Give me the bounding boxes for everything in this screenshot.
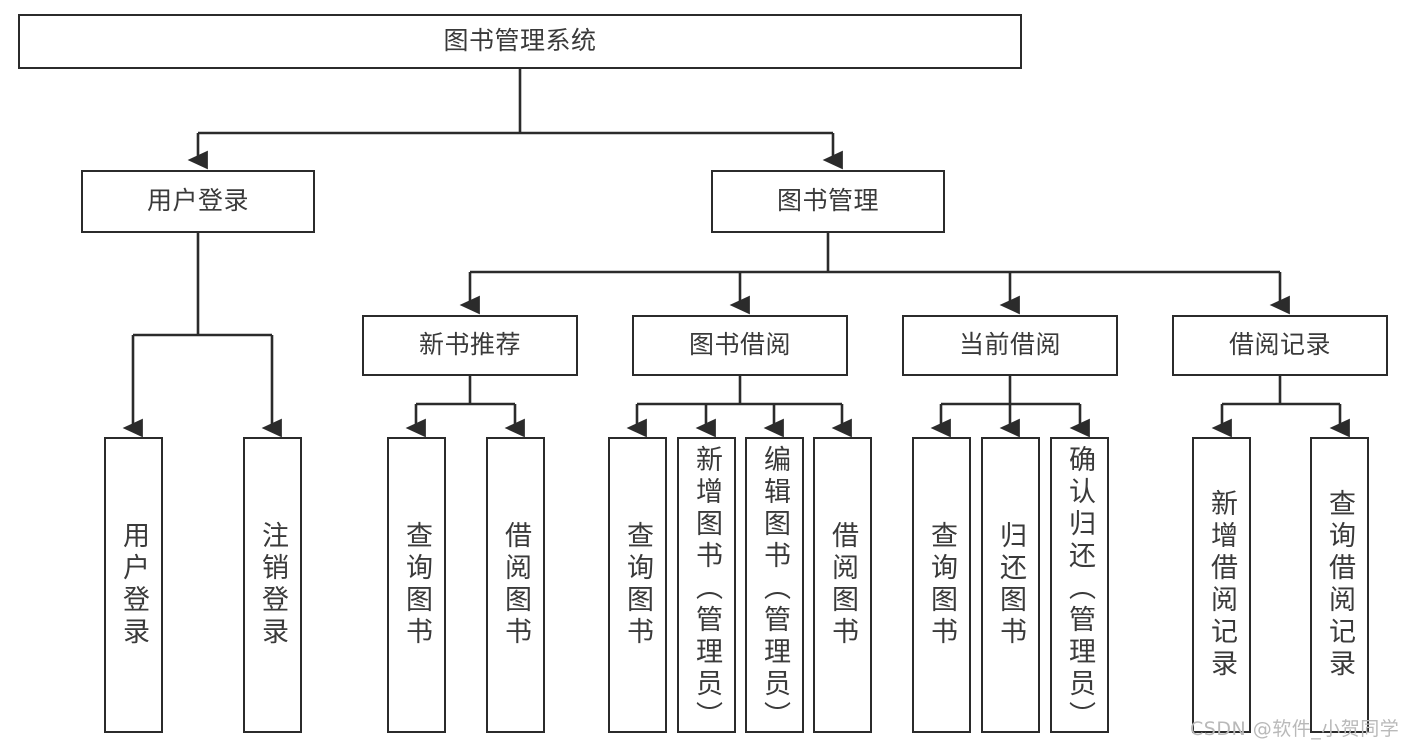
- node-root-system[interactable]: 图书管理系统: [18, 14, 1022, 69]
- node-label: 查询图书: [622, 521, 653, 649]
- node-label: 图书借阅: [688, 330, 791, 360]
- node-new-book-recommend[interactable]: 新书推荐: [362, 315, 578, 376]
- leaf-return-book[interactable]: 归还图书: [981, 437, 1040, 733]
- node-label: 用户登录: [118, 521, 149, 649]
- node-label: 当前借阅: [958, 330, 1061, 360]
- node-borrow-record[interactable]: 借阅记录: [1172, 315, 1388, 376]
- node-label: 图书管理: [776, 186, 879, 216]
- node-label: 新增借阅记录: [1206, 489, 1237, 681]
- leaf-query-borrow-record[interactable]: 查询借阅记录: [1310, 437, 1369, 733]
- leaf-query-book-1[interactable]: 查询图书: [387, 437, 446, 733]
- leaf-edit-book-admin[interactable]: 编辑图书（管理员）: [745, 437, 804, 733]
- node-book-borrow[interactable]: 图书借阅: [632, 315, 848, 376]
- leaf-add-borrow-record[interactable]: 新增借阅记录: [1192, 437, 1251, 733]
- node-user-login[interactable]: 用户登录: [81, 170, 315, 233]
- node-label: 归还图书: [995, 521, 1026, 649]
- node-label: 借阅图书: [500, 521, 531, 649]
- leaf-user-login[interactable]: 用户登录: [104, 437, 163, 733]
- leaf-query-book-3[interactable]: 查询图书: [912, 437, 971, 733]
- node-label: 新书推荐: [418, 330, 521, 360]
- node-book-management[interactable]: 图书管理: [711, 170, 945, 233]
- node-label: 借阅图书: [827, 521, 858, 649]
- leaf-borrow-book-1[interactable]: 借阅图书: [486, 437, 545, 733]
- node-current-borrow[interactable]: 当前借阅: [902, 315, 1118, 376]
- node-label: 确认归还（管理员）: [1064, 445, 1095, 733]
- leaf-logout-login[interactable]: 注销登录: [243, 437, 302, 733]
- leaf-borrow-book-2[interactable]: 借阅图书: [813, 437, 872, 733]
- leaf-add-book-admin[interactable]: 新增图书（管理员）: [677, 437, 736, 733]
- watermark-csdn: CSDN @软件_小贺同学: [1190, 718, 1400, 740]
- node-label: 查询图书: [926, 521, 957, 649]
- node-label: 编辑图书（管理员）: [759, 445, 790, 733]
- node-label: 注销登录: [257, 521, 288, 649]
- leaf-query-book-2[interactable]: 查询图书: [608, 437, 667, 733]
- node-label: 借阅记录: [1228, 330, 1331, 360]
- node-label: 图书管理系统: [443, 26, 597, 56]
- node-label: 用户登录: [146, 186, 249, 216]
- node-label: 新增图书（管理员）: [691, 445, 722, 733]
- node-label: 查询图书: [401, 521, 432, 649]
- leaf-confirm-return-admin[interactable]: 确认归还（管理员）: [1050, 437, 1109, 733]
- node-label: 查询借阅记录: [1324, 489, 1355, 681]
